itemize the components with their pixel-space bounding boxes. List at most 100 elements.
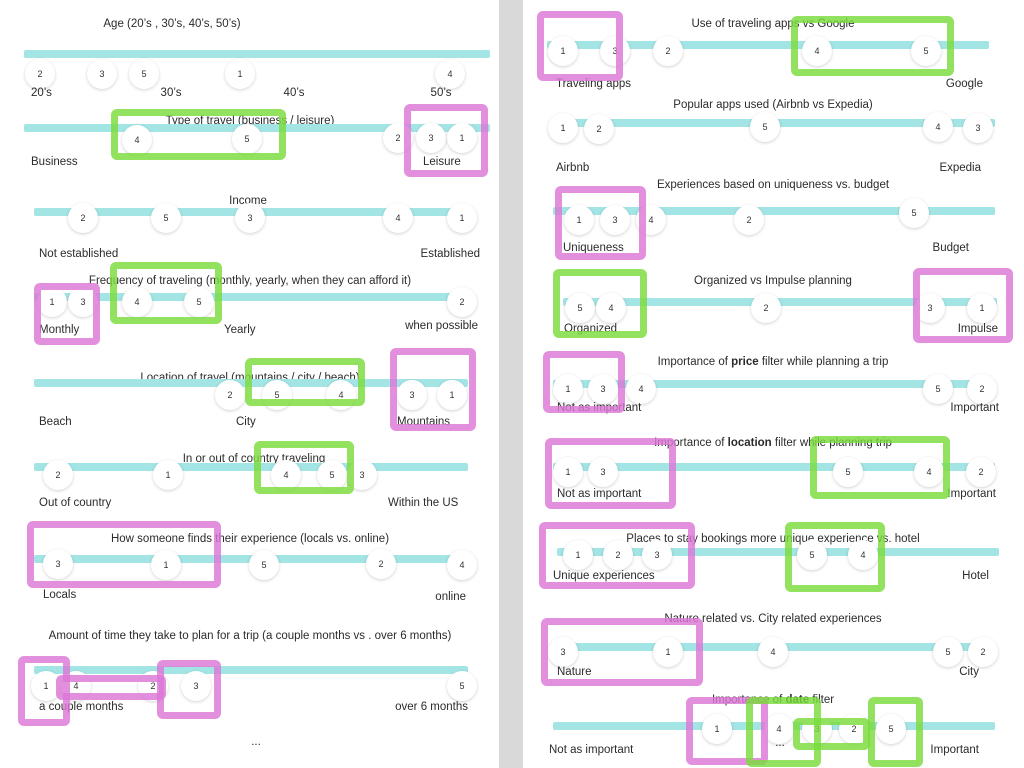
nature-rating-dot[interactable]: 3 [548,637,578,667]
popular-rating-dot[interactable]: 2 [584,114,614,144]
frequency-rating-dot[interactable]: 4 [122,287,152,317]
price-rating-dot[interactable]: 5 [923,374,953,404]
pink-highlight-box [555,186,646,260]
price-rating-dot[interactable]: 3 [588,374,618,404]
organized-rating-dot[interactable]: 1 [967,293,997,323]
age-rating-dot[interactable]: 3 [87,59,117,89]
nature-title: Nature related vs. City related experien… [664,613,882,625]
nature-axis-label: Nature [557,666,592,678]
apps-axis-label: Google [945,78,983,90]
age-axis-label: 20’s [31,87,52,99]
nature-rating-dot[interactable]: 1 [653,637,683,667]
income-rating-dot[interactable]: 5 [151,203,181,233]
date-rating-dot[interactable]: 1 [702,714,732,744]
organized-rating-dot[interactable]: 4 [596,293,626,323]
age-rating-dot[interactable]: 2 [25,59,55,89]
stay-rating-dot[interactable]: 3 [642,540,672,570]
nature-rating-dot[interactable]: 4 [758,637,788,667]
pink-highlight-box [56,675,166,700]
organized-title: Organized vs Impulse planning [694,275,852,287]
location-rating-dot[interactable]: 2 [215,380,245,410]
stay-rating-dot[interactable]: 2 [603,540,633,570]
inout-rating-dot[interactable]: 1 [153,460,183,490]
age-rating-dot[interactable]: 1 [225,59,255,89]
income-axis-label: Not established [39,248,119,260]
date-axis-label: Not as important [549,744,634,756]
plantime-rating-dot[interactable]: 5 [447,671,477,701]
stay-rating-dot[interactable]: 1 [563,540,593,570]
age-rating-dot[interactable]: 4 [435,59,465,89]
type-rating-dot[interactable]: 3 [416,123,446,153]
age-axis-label: 50’s [430,87,452,99]
green-highlight-box [553,269,647,338]
income-rating-dot[interactable]: 3 [235,203,265,233]
inout-rating-dot[interactable]: 2 [43,460,73,490]
inout-rating-dot[interactable]: 4 [271,460,301,490]
locfilter-rating-dot[interactable]: 2 [966,457,996,487]
unique-rating-dot[interactable]: 1 [564,205,594,235]
income-rating-dot[interactable]: 1 [447,203,477,233]
pink-highlight-box [541,618,703,686]
locfilter-axis-label: Not as important [557,488,642,500]
finds-rating-dot[interactable]: 4 [447,550,477,580]
organized-rating-dot[interactable]: 2 [751,293,781,323]
organized-rating-dot[interactable]: 5 [565,293,595,323]
finds-rating-dot[interactable]: 1 [151,550,181,580]
date-axis-label: Important [930,744,979,756]
type-rating-dot[interactable]: 5 [232,124,262,154]
popular-rating-dot[interactable]: 5 [750,112,780,142]
nature-axis-label: City [959,666,979,678]
apps-rating-dot[interactable]: 4 [802,36,832,66]
frequency-rating-dot[interactable]: 2 [447,287,477,317]
frequency-title: Frequency of traveling (monthly, yearly,… [88,275,412,287]
location-rating-dot[interactable]: 3 [397,380,427,410]
price-rating-dot[interactable]: 2 [967,374,997,404]
unique-rating-dot[interactable]: 5 [899,198,929,228]
date-axis-label: ... [775,737,785,749]
popular-axis-label: Airbnb [556,162,590,174]
price-title-post: filter while planning a trip [758,356,889,368]
type-axis-label: Leisure [423,156,461,168]
finds-rating-dot[interactable]: 2 [366,549,396,579]
nature-rating-dot[interactable]: 5 [933,637,963,667]
popular-rating-dot[interactable]: 4 [923,112,953,142]
income-rating-dot[interactable]: 2 [68,203,98,233]
finds-rating-dot[interactable]: 3 [43,549,73,579]
stay-rating-dot[interactable]: 5 [797,540,827,570]
date-rating-dot[interactable]: 4 [764,714,794,744]
inout-rating-dot[interactable]: 5 [317,460,347,490]
frequency-axis-label: when possible [405,320,478,332]
price-rating-dot[interactable]: 1 [553,374,583,404]
age-rating-dot[interactable]: 5 [129,59,159,89]
frequency-rating-dot[interactable]: 5 [184,287,214,317]
organized-rating-dot[interactable]: 3 [915,293,945,323]
apps-rating-dot[interactable]: 1 [548,36,578,66]
stay-rating-dot[interactable]: 4 [848,540,878,570]
locfilter-rating-dot[interactable]: 3 [588,457,618,487]
popular-rating-dot[interactable]: 1 [548,113,578,143]
apps-rating-dot[interactable]: 5 [911,36,941,66]
pink-highlight-box [18,656,70,726]
apps-axis-label: Traveling apps [556,78,632,90]
plantime-rating-dot[interactable]: 3 [181,671,211,701]
popular-rating-dot[interactable]: 3 [963,113,993,143]
frequency-rating-dot[interactable]: 1 [37,287,67,317]
date-rating-dot[interactable]: 5 [876,714,906,744]
locfilter-rating-dot[interactable]: 5 [833,457,863,487]
apps-rating-dot[interactable]: 2 [653,36,683,66]
locfilter-rating-dot[interactable]: 1 [553,457,583,487]
finds-rating-dot[interactable]: 5 [249,550,279,580]
pink-highlight-box [34,283,100,345]
plantime-axis-label: a couple months [39,701,124,713]
type-rating-dot[interactable]: 1 [447,123,477,153]
unique-rating-dot[interactable]: 2 [734,205,764,235]
unique-rating-dot[interactable]: 3 [600,205,630,235]
age-axis-label: 40’s [283,87,305,99]
locfilter-rating-dot[interactable]: 4 [914,457,944,487]
income-rating-dot[interactable]: 4 [383,203,413,233]
nature-rating-dot[interactable]: 2 [968,637,998,667]
location-rating-dot[interactable]: 1 [437,380,467,410]
type-rating-dot[interactable]: 4 [122,125,152,155]
apps-rating-dot[interactable]: 3 [600,36,630,66]
price-rating-dot[interactable]: 4 [626,374,656,404]
